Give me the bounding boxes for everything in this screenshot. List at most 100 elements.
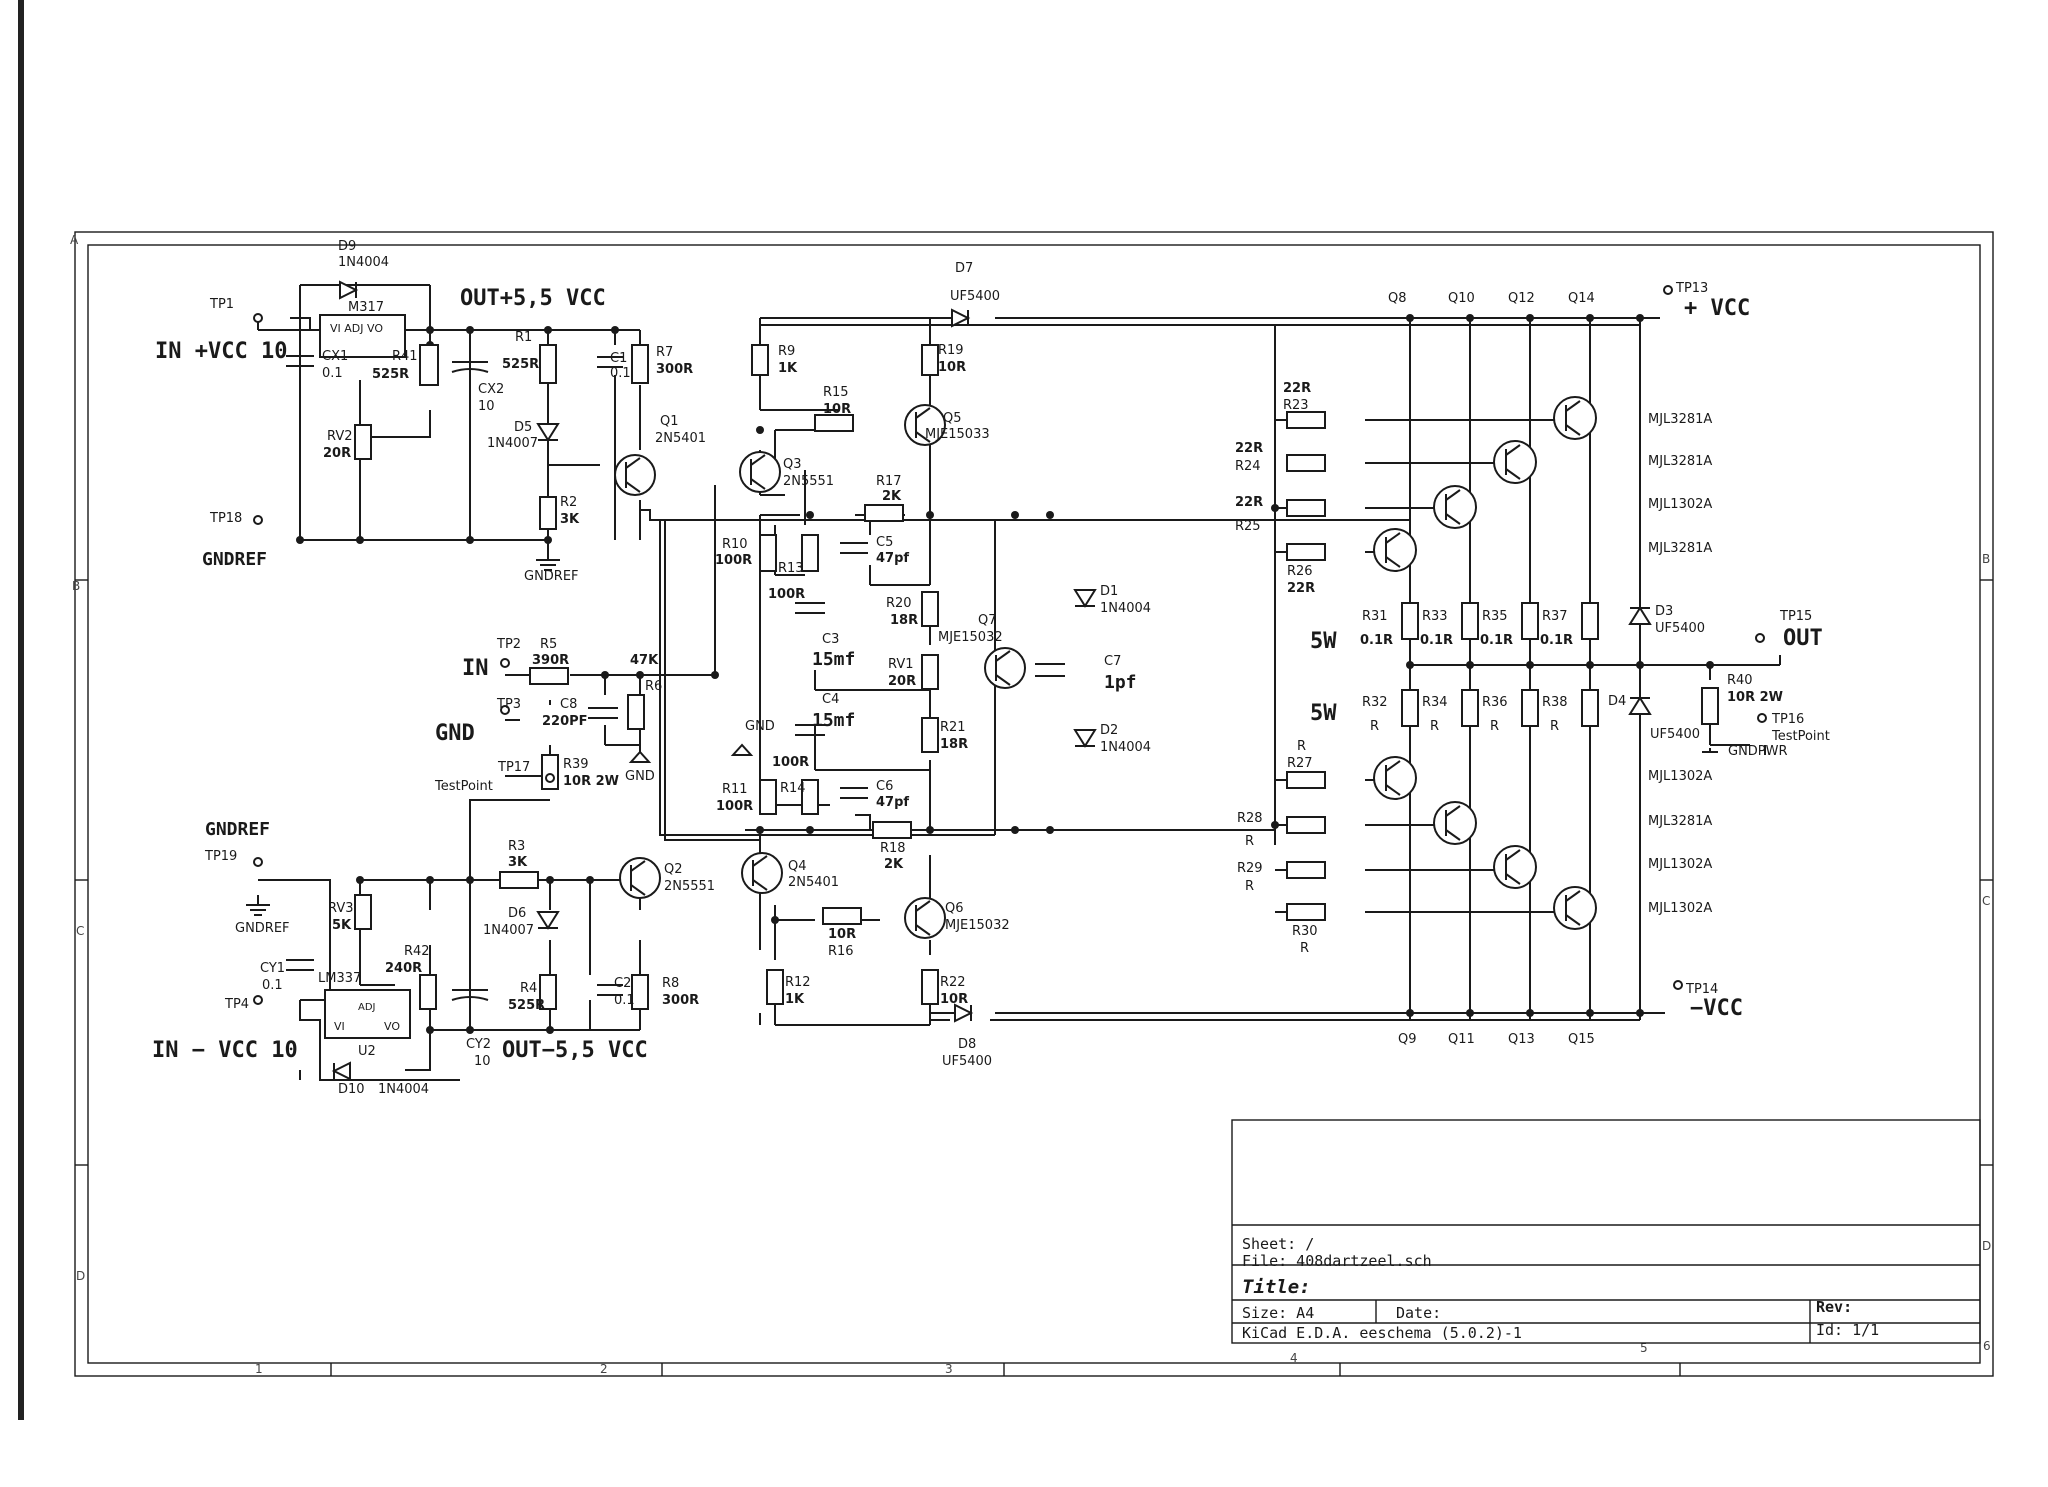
c2-ref: C2 bbox=[614, 976, 631, 991]
resistor-r4 bbox=[539, 974, 557, 1010]
diode-d6 bbox=[536, 911, 560, 930]
label-gnd-sym2: GND bbox=[745, 719, 775, 734]
label-out-neg: OUT−5,5 VCC bbox=[502, 1038, 648, 1063]
col-3: 3 bbox=[945, 1362, 953, 1376]
r21-ref: R21 bbox=[940, 720, 966, 735]
transistor-q4 bbox=[741, 852, 783, 894]
r31-val: 0.1R bbox=[1360, 633, 1393, 648]
row-d-right: D bbox=[1982, 1239, 1991, 1253]
drawing-frame: 1 2 3 4 5 6 A B C D B C D bbox=[70, 231, 1994, 1377]
r35-ref: R35 bbox=[1482, 609, 1508, 624]
resistor-r38 bbox=[1581, 689, 1599, 727]
q9-val: MJL1302A bbox=[1648, 769, 1712, 784]
cx1-ref: CX1 bbox=[322, 349, 348, 364]
c4-val: 15mf bbox=[812, 710, 855, 731]
rv3-val: 5K bbox=[332, 918, 352, 933]
d8-ref: D8 bbox=[958, 1037, 976, 1052]
resistor-r3 bbox=[499, 871, 539, 889]
label-pos-vcc: + VCC bbox=[1684, 296, 1750, 321]
capacitor-cy2 bbox=[451, 989, 489, 1001]
q2-val: 2N5551 bbox=[664, 879, 715, 894]
r6-val: 47K bbox=[630, 653, 659, 668]
q1-ref: Q1 bbox=[660, 414, 679, 429]
capacitor-c4 bbox=[795, 724, 825, 736]
d3-val: UF5400 bbox=[1655, 621, 1705, 636]
col-6: 6 bbox=[1983, 1339, 1991, 1353]
label-in-pos-vcc: IN +VCC 10 bbox=[155, 339, 287, 364]
capacitor-c6 bbox=[840, 787, 868, 799]
r3-ref: R3 bbox=[508, 839, 525, 854]
resistor-r8 bbox=[631, 974, 649, 1010]
transistor-q9 bbox=[1373, 756, 1417, 800]
resistor-r13 bbox=[801, 534, 819, 572]
transistor-q7 bbox=[984, 647, 1026, 689]
transistor-q15 bbox=[1553, 886, 1597, 930]
transistor-q2 bbox=[619, 857, 661, 899]
tb-file: File: 408dartzeel.sch bbox=[1242, 1252, 1432, 1270]
tp14-ref: TP14 bbox=[1685, 982, 1718, 997]
r2-ref: R2 bbox=[560, 495, 577, 510]
r42-val: 240R bbox=[385, 961, 422, 976]
cy2-val: 10 bbox=[474, 1054, 491, 1069]
label-gndpwr: GNDPWR bbox=[1728, 744, 1788, 759]
testpoint-tp18 bbox=[253, 515, 263, 525]
tp15-ref: TP15 bbox=[1779, 609, 1812, 624]
r12-val: 1K bbox=[785, 992, 805, 1007]
d6-ref: D6 bbox=[508, 906, 526, 921]
testpoint-tp13 bbox=[1663, 285, 1673, 295]
cy1-ref: CY1 bbox=[260, 961, 285, 976]
r27-ref: R27 bbox=[1287, 756, 1313, 771]
r33-ref: R33 bbox=[1422, 609, 1448, 624]
col-4: 4 bbox=[1290, 1351, 1298, 1365]
testpoint-tp14 bbox=[1673, 980, 1683, 990]
row-b-right: B bbox=[1982, 552, 1990, 566]
resistor-r16 bbox=[822, 907, 862, 925]
label-neg-vcc: −VCC bbox=[1690, 996, 1743, 1021]
col-2: 2 bbox=[600, 1362, 608, 1376]
resistor-r31 bbox=[1401, 602, 1419, 640]
regulator-u2 bbox=[324, 989, 411, 1039]
resistor-r1 bbox=[539, 344, 557, 384]
tp4-ref: TP4 bbox=[224, 997, 249, 1012]
r18-ref: R18 bbox=[880, 841, 906, 856]
tp19-ref: TP19 bbox=[204, 849, 237, 864]
r41-val: 525R bbox=[372, 367, 409, 382]
r3-val: 3K bbox=[508, 855, 528, 870]
diode-d7 bbox=[951, 308, 971, 328]
d8-val: UF5400 bbox=[942, 1054, 992, 1069]
r23-ref: R23 bbox=[1283, 398, 1309, 413]
r35-val: 0.1R bbox=[1480, 633, 1513, 648]
transistor-q6 bbox=[904, 897, 946, 939]
c1-val: 0.1 bbox=[610, 366, 631, 381]
diode-d3 bbox=[1628, 606, 1652, 625]
resistor-r39 bbox=[541, 754, 559, 790]
resistor-r26 bbox=[1286, 543, 1326, 561]
resistor-r2 bbox=[539, 496, 557, 530]
row-d: D bbox=[76, 1269, 85, 1283]
q14-ref: Q14 bbox=[1568, 291, 1595, 306]
title-block: Sheet: / File: 408dartzeel.sch Title: Si… bbox=[1231, 1119, 1981, 1344]
resistor-r10 bbox=[759, 534, 777, 572]
q3-val: 2N5551 bbox=[783, 474, 834, 489]
r28-val: R bbox=[1245, 834, 1254, 849]
cx1-val: 0.1 bbox=[322, 366, 343, 381]
tb-sheet: Sheet: / bbox=[1242, 1235, 1314, 1253]
u2-pin-vo: VO bbox=[384, 1020, 400, 1033]
diode-d1 bbox=[1073, 589, 1097, 608]
gnd-symbol-2 bbox=[730, 743, 754, 756]
testpoint-tp4 bbox=[253, 995, 263, 1005]
transistor-q10 bbox=[1433, 485, 1477, 529]
tp2-ref: TP2 bbox=[496, 637, 521, 652]
gnd-symbol-1 bbox=[628, 750, 652, 763]
d10-ref: D10 bbox=[338, 1082, 365, 1097]
q10-val: MJL1302A bbox=[1648, 497, 1712, 512]
c1-ref: C1 bbox=[610, 351, 627, 366]
r32-val: R bbox=[1370, 719, 1379, 734]
r9-ref: R9 bbox=[778, 344, 795, 359]
labels: IN +VCC 10 OUT+5,5 VCC GNDREF GNDREF IN … bbox=[152, 281, 1830, 1063]
d4-ref: D4 bbox=[1608, 694, 1626, 709]
r14-val: 100R bbox=[772, 755, 809, 770]
testpoint-tp2 bbox=[500, 658, 510, 668]
r5-ref: R5 bbox=[540, 637, 557, 652]
c6-val: 47pf bbox=[876, 795, 909, 810]
